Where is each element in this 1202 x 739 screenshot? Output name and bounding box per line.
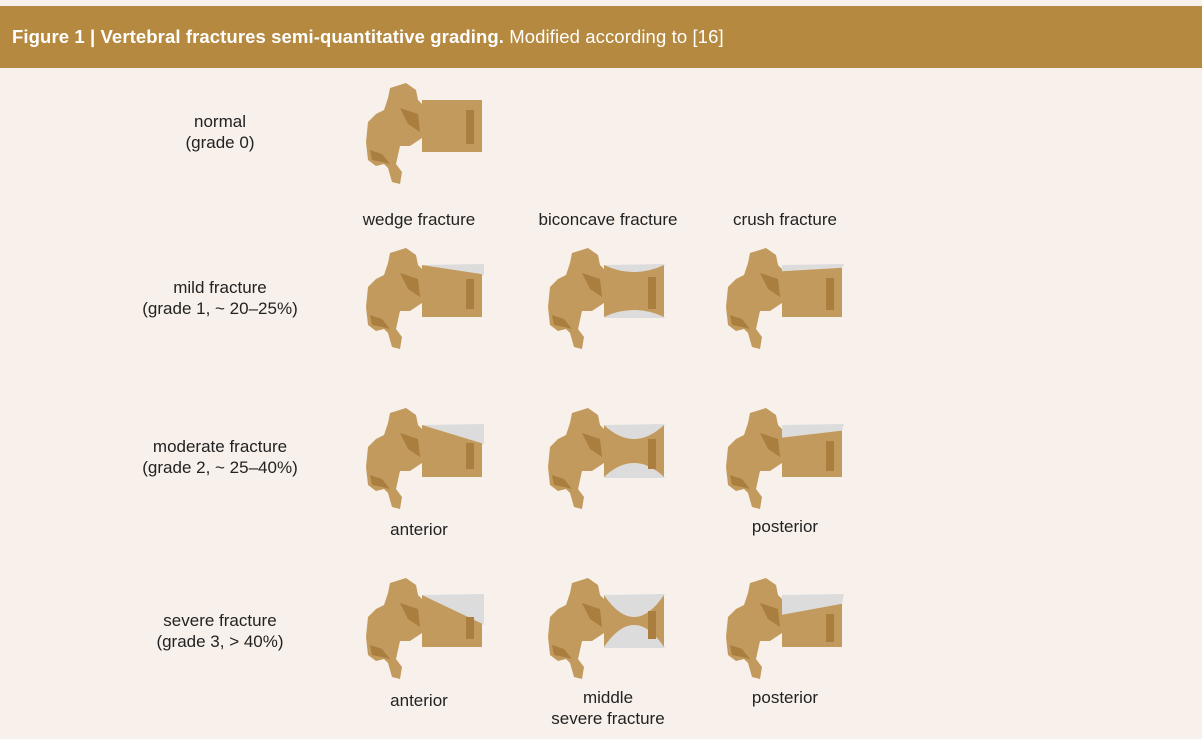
sublabel-moderate-anterior: anterior [390,520,448,539]
vertebra-mild-biconcave [542,245,672,355]
vertebra-posterior [366,578,422,679]
vertebra-shading [730,603,780,659]
vertebra-shading [552,433,602,489]
vertebra-posterior [726,578,782,679]
column-label-wedge: wedge fracture [362,210,476,229]
vertebra-svg [548,248,666,349]
vertebra-rim [826,278,834,310]
row-label-normal: normal (grade 0) [100,111,340,153]
sublabel-line: middle [582,688,634,707]
vertebra-svg [726,248,844,349]
vertebra-posterior [366,83,422,184]
fracture-region [422,594,484,626]
vertebra-posterior [726,248,782,349]
vertebra-mild-wedge [360,245,490,355]
vertebra-normal [360,80,490,190]
vertebra-shading [370,603,420,659]
vertebra-severe-crush [720,575,850,685]
sublabel-severe-middle: middle severe fracture [508,687,708,729]
vertebra-svg [366,83,482,184]
vertebra-rim [466,443,474,469]
fracture-region [782,594,844,615]
fracture-region [782,264,844,272]
row-label-mild: mild fracture (grade 1, ~ 20–25%) [100,277,340,319]
vertebra-rim [648,277,656,309]
vertebra-rim [826,441,834,471]
fracture-region [422,424,484,446]
vertebra-posterior [366,248,422,349]
vertebra-shading [552,603,602,659]
row-label-line: (grade 2, ~ 25–40%) [142,458,298,477]
figure-subtitle: Modified according to [16] [504,26,724,47]
figure-header: Figure 1 | Vertebral fractures semi-quan… [0,0,1202,68]
row-label-line: normal [194,112,246,131]
vertebra-moderate-wedge [360,405,490,515]
vertebra-svg [366,248,484,349]
vertebra-shading [730,273,780,329]
row-label-line: (grade 3, > 40%) [156,632,284,651]
vertebra-svg [548,578,666,679]
vertebra-svg [366,408,484,509]
row-label-line: (grade 1, ~ 20–25%) [142,299,298,318]
sublabel-line: severe fracture [551,709,665,728]
figure-title: Figure 1 | Vertebral fractures semi-quan… [12,26,724,48]
row-label-severe: severe fracture (grade 3, > 40%) [100,610,340,652]
vertebra-posterior [548,248,604,349]
sublabel-moderate-posterior: posterior [751,517,819,536]
vertebra-svg [548,408,666,509]
vertebra-posterior [366,408,422,509]
vertebra-posterior [726,408,782,509]
vertebra-rim [648,439,656,469]
row-label-line: severe fracture [163,611,277,630]
fracture-region [782,424,844,438]
row-label-line: moderate fracture [152,437,288,456]
row-label-moderate: moderate fracture (grade 2, ~ 25–40%) [100,436,340,478]
vertebra-severe-biconcave [542,575,672,685]
vertebra-svg [366,578,484,679]
vertebra-moderate-biconcave [542,405,672,515]
column-label-biconcave: biconcave fracture [538,210,678,229]
vertebra-shading [370,433,420,489]
vertebra-rim [648,611,656,639]
vertebra-shading [370,273,420,329]
vertebra-body [604,595,664,647]
vertebra-svg [726,578,844,679]
vertebra-mild-crush [720,245,850,355]
vertebra-shading [370,108,420,164]
row-label-line: (grade 0) [185,133,255,152]
row-label-line: mild fracture [173,278,267,297]
fracture-region [604,424,666,478]
vertebra-rim [466,279,474,309]
column-label-crush: crush fracture [733,210,837,229]
vertebra-rim [466,617,474,639]
sublabel-severe-posterior: posterior [751,688,819,707]
sublabel-severe-anterior: anterior [390,691,448,710]
vertebra-posterior [548,408,604,509]
vertebra-posterior [548,578,604,679]
vertebra-shading [730,433,780,489]
vertebra-shading [552,273,602,329]
vertebra-severe-wedge [360,575,490,685]
figure-label: Figure 1 | Vertebral fractures semi-quan… [12,26,505,47]
vertebra-rim [466,110,474,144]
vertebra-rim [826,614,834,642]
vertebra-svg [726,408,844,509]
vertebra-moderate-crush [720,405,850,515]
fracture-region [422,264,484,277]
